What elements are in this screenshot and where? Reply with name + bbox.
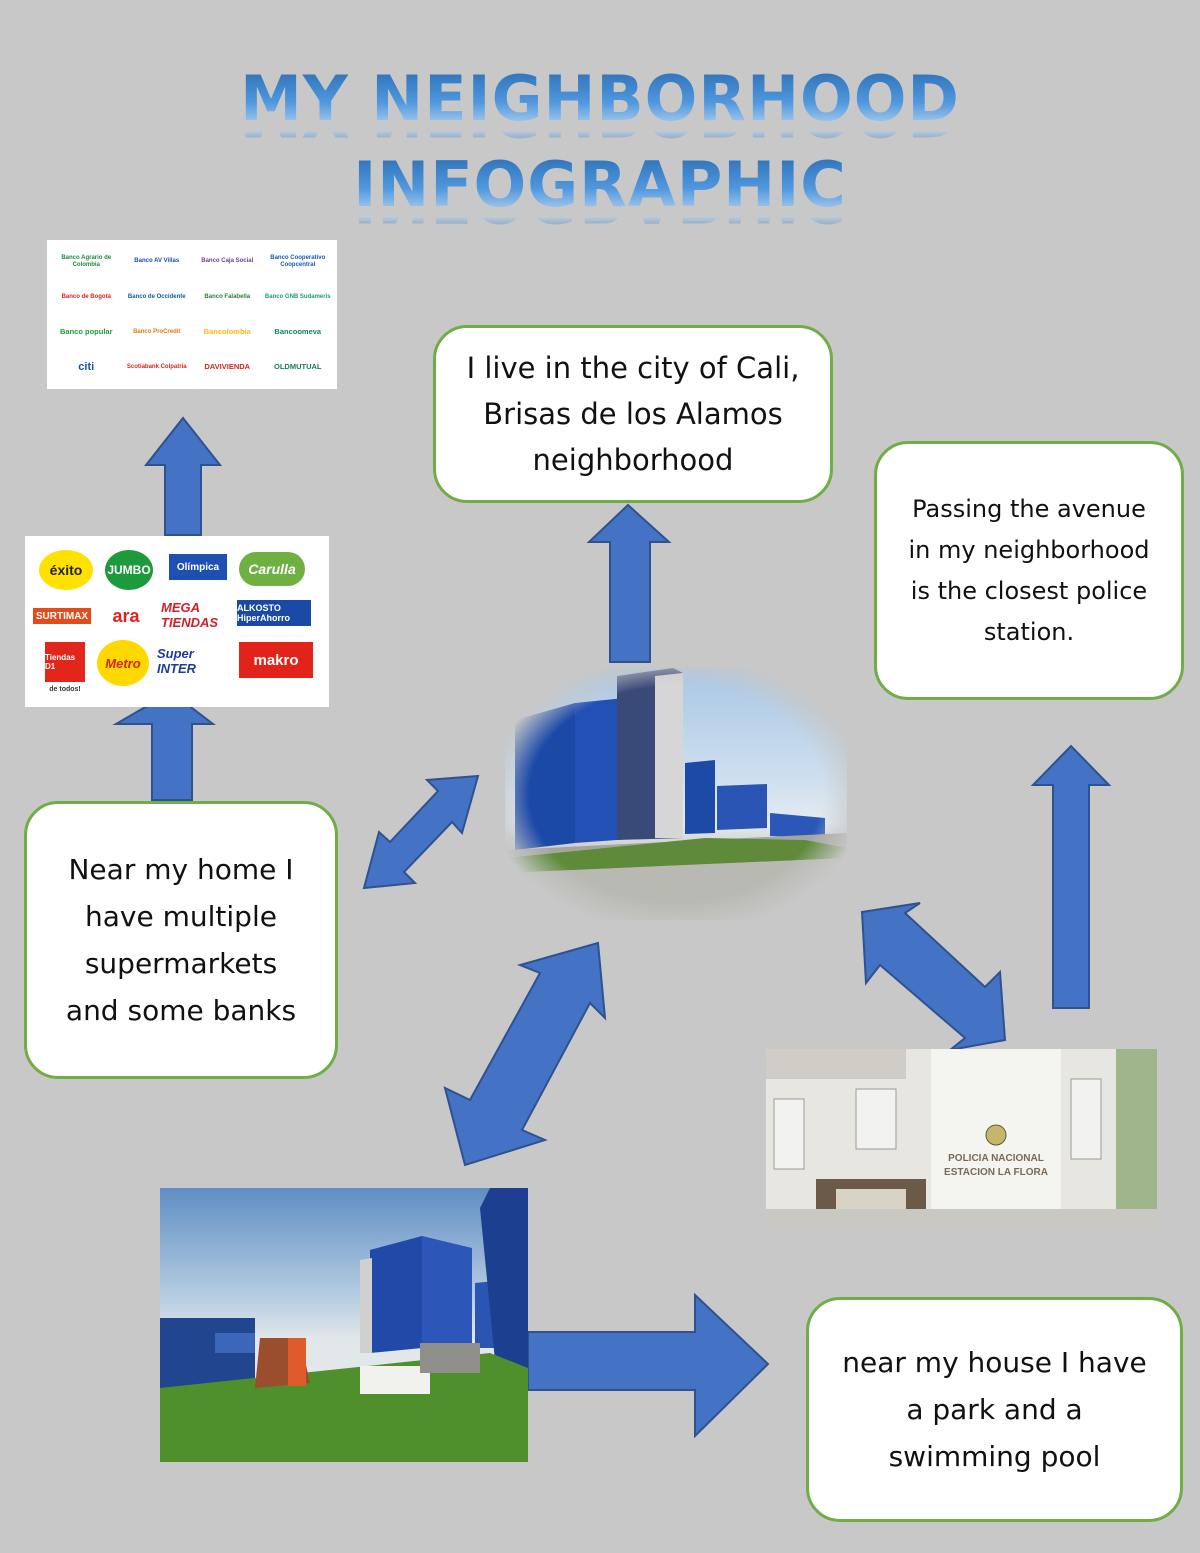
police-sign-line-1: POLICIA NACIONAL [948, 1153, 1044, 1164]
city-info-text: I live in the city of Cali, Brisas de lo… [466, 351, 800, 477]
bank-logo: citi [78, 360, 95, 373]
bank-logo: Banco popular [59, 327, 113, 337]
page-title: MY NEIGHBORHOOD MY NEIGHBORHOOD INFOGRAP… [0, 68, 1200, 231]
bank-logo: Banco AV Villas [134, 258, 180, 265]
bank-logo: Bancolombia [203, 327, 251, 337]
bank-logo: Scotiabank Colpatria [126, 364, 187, 371]
bank-logo: Banco GNB Sudameris [264, 293, 331, 300]
police-info-text: Passing the avenue in my neighborhood is… [908, 494, 1150, 646]
bank-logo: Banco ProCredit [133, 328, 181, 335]
arrow-up-to-city-box [586, 503, 672, 663]
park-drawing [160, 1188, 528, 1462]
bank-logo: DAVIVIENDA [204, 362, 251, 372]
bank-logo: Banco Caja Social [201, 258, 254, 265]
shops-info-text: Near my home I have multiple supermarket… [65, 853, 297, 1027]
police-info-box: Passing the avenue in my neighborhood is… [874, 441, 1184, 700]
bank-logo: Banco de Bogotá [61, 293, 111, 300]
bank-logo: Banco Agrario de Colombia [61, 255, 112, 268]
police-station-drawing: POLICIA NACIONAL ESTACION LA FLORA [766, 1049, 1157, 1225]
park-photo [160, 1188, 528, 1462]
double-arrow-shops-building-2 [362, 774, 480, 890]
double-arrow-building-police [860, 902, 1007, 1051]
title-line-2: INFOGRAPHIC [0, 154, 1200, 216]
logo-carulla: Carulla [239, 552, 305, 586]
arrow-up-to-banks [143, 416, 223, 536]
city-info-box: I live in the city of Cali, Brisas de lo… [433, 325, 833, 503]
supermarkets-logos-image: éxito JUMBO Olímpica Carulla SURTIMAX ar… [25, 536, 329, 707]
police-sign-line-2: ESTACION LA FLORA [944, 1167, 1048, 1178]
logo-super-inter: Super INTER [157, 646, 196, 676]
logo-d1: Tiendas D1 [45, 642, 85, 682]
logo-surtimax: SURTIMAX [33, 608, 91, 624]
apartment-building-photo [505, 668, 847, 920]
police-station-photo: POLICIA NACIONAL ESTACION LA FLORA [766, 1049, 1157, 1225]
logo-jumbo: JUMBO [105, 550, 153, 590]
banks-logo-grid: Banco Agrario de Colombia Banco AV Villas… [47, 240, 337, 389]
bank-logo: Banco de Occidente [127, 293, 186, 300]
logo-metro: Metro [97, 640, 149, 686]
logo-alkosto: ALKOSTO HiperAhorro [237, 600, 311, 626]
bank-logo: Banco Falabella [204, 293, 251, 300]
apartment-building-drawing [505, 668, 847, 920]
bank-logo: OLDMUTUAL [274, 362, 322, 372]
logo-olimpica: Olímpica [169, 554, 227, 580]
bank-logo: Bancoomeva [274, 327, 322, 337]
double-arrow-building-park [443, 941, 607, 1167]
park-info-box: near my house I have a park and a swimmi… [806, 1297, 1183, 1522]
logo-mega-tiendas: MEGA TIENDAS [161, 600, 219, 630]
logo-makro: makro [239, 642, 313, 678]
title-line-1: MY NEIGHBORHOOD [0, 68, 1200, 130]
banks-logos-image: Banco Agrario de Colombia Banco AV Villas… [47, 240, 337, 389]
arrow-right-to-park-box [527, 1292, 770, 1439]
bank-logo: Banco Cooperativo Coopcentral [270, 255, 326, 268]
logo-exito: éxito [39, 550, 93, 590]
park-info-text: near my house I have a park and a swimmi… [842, 1346, 1147, 1473]
logo-d1-tagline: de todos! [49, 685, 81, 693]
arrow-up-to-supermarkets [112, 690, 216, 801]
logo-ara: ara [112, 605, 140, 626]
shops-info-box: Near my home I have multiple supermarket… [24, 801, 338, 1079]
arrow-up-to-police-box [1030, 744, 1112, 1009]
